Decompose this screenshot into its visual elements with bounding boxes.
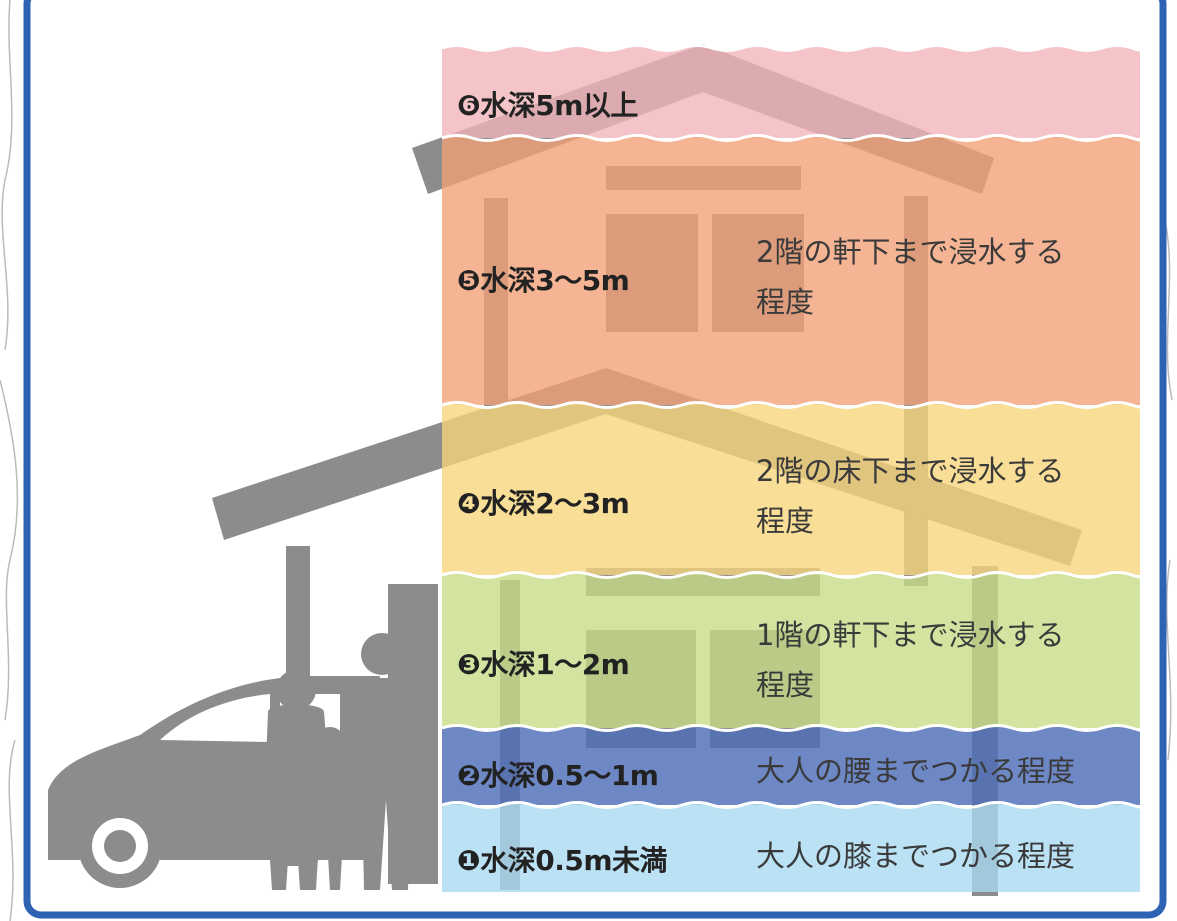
band-6-number: ❻ [457, 89, 481, 122]
band-4-area [442, 402, 1143, 575]
band-2-area [442, 725, 1143, 805]
band-4-depth: 水深2〜3m [480, 487, 630, 520]
band-3-depth: 水深1〜2m [480, 648, 630, 681]
wave-line [441, 801, 1144, 809]
band-3-number: ❸ [457, 648, 481, 681]
wave-line [441, 44, 1144, 52]
band-5-label: ❺水深3〜5m [457, 259, 630, 299]
band-1-number: ❶ [457, 844, 481, 877]
band-2-description: 大人の腰までつかる程度 [756, 754, 1076, 788]
band-5-description: 2階の軒下まで浸水する 程度 [756, 235, 1065, 319]
band-1-depth: 水深0.5m未満 [480, 844, 667, 877]
band-4-description: 2階の床下まで浸水する 程度 [756, 454, 1065, 538]
band-6-label: ❻水深5m以上 [457, 84, 638, 124]
wave-line [441, 134, 1144, 142]
family-silhouette [262, 633, 422, 890]
band-2-depth: 水深0.5〜1m [480, 759, 659, 792]
band-1-area [442, 802, 1143, 892]
band-4-number: ❹ [457, 487, 481, 520]
band-5-depth: 水深3〜5m [480, 264, 630, 297]
band-2-number: ❷ [457, 759, 481, 792]
band-1-label: ❶水深0.5m未満 [457, 839, 667, 879]
wave-line [441, 724, 1144, 732]
band-4-label: ❹水深2〜3m [457, 482, 630, 522]
band-3-area [442, 572, 1143, 728]
wave-line [441, 571, 1144, 579]
band-2-label: ❷水深0.5〜1m [457, 754, 659, 794]
band-5-number: ❺ [457, 264, 481, 297]
band-3-label: ❸水深1〜2m [457, 643, 630, 683]
band-6-depth: 水深5m以上 [480, 89, 638, 122]
band-1-description: 大人の膝までつかる程度 [756, 839, 1076, 873]
band-3-description: 1階の軒下まで浸水する 程度 [756, 618, 1065, 702]
depth-bands [442, 45, 1143, 892]
band-5-area [442, 135, 1143, 405]
wave-lines [441, 44, 1144, 809]
wave-line [441, 401, 1144, 409]
band-6-area [442, 45, 1143, 138]
